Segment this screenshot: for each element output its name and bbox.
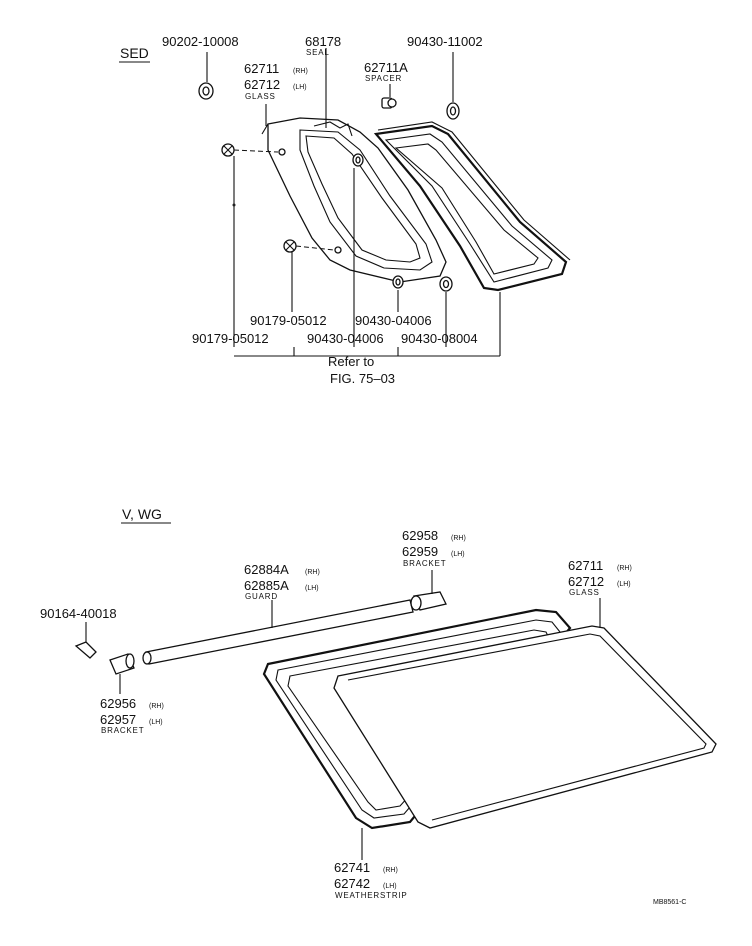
label-seal-name: SEAL — [306, 48, 330, 57]
label-guard-lh-suffix: (LH) — [305, 585, 319, 592]
figure-code: MB8561-C — [653, 899, 686, 906]
label-vwg-glass-rh-suffix: (RH) — [617, 565, 632, 572]
label-glass-rh: 62711 — [244, 61, 279, 76]
label-bracket-bot-rh-suffix: (RH) — [149, 703, 164, 710]
label-90430-08004: 90430-08004 — [401, 331, 478, 346]
label-bracket-bot-lh-suffix: (LH) — [149, 719, 163, 726]
label-ws-rh-suffix: (RH) — [383, 867, 398, 874]
vwg-header: V, WG — [122, 506, 162, 522]
screw-90164-part — [74, 622, 97, 659]
sed-seal-part — [299, 121, 433, 271]
label-glass-lh-suffix: (LH) — [293, 84, 307, 91]
label-bracket-bot-rh: 62956 — [100, 696, 136, 711]
label-guard-rh: 62884A — [244, 562, 289, 577]
bracket-top-part — [410, 570, 447, 611]
nut-90430-08004-part — [439, 276, 453, 292]
label-90164-40018: 90164-40018 — [40, 606, 117, 621]
label-90430-11002: 90430-11002 — [407, 34, 483, 49]
label-ws-rh: 62741 — [334, 860, 370, 875]
sed-header: SED — [120, 45, 149, 61]
label-refer-fig: FIG. 75–03 — [330, 371, 395, 386]
label-bracket-top-name: BRACKET — [403, 559, 446, 568]
label-bracket-top-lh: 62959 — [402, 544, 438, 559]
vwg-section: V, WG 62958 (RH) 62959 (LH) BRACKET 6288… — [40, 506, 717, 906]
label-vwg-glass-rh: 62711 — [568, 558, 603, 573]
label-vwg-glass-name: GLASS — [569, 588, 600, 597]
label-ws-lh: 62742 — [334, 876, 370, 891]
clip-90179-lower-part — [283, 239, 342, 254]
label-guard-name: GUARD — [245, 592, 278, 601]
guard-rod-part — [142, 599, 414, 665]
label-90179-05012-a: 90179-05012 — [250, 313, 327, 328]
bolt-90202-part — [198, 52, 214, 100]
label-glass-name: GLASS — [245, 92, 276, 101]
label-90430-04006-a: 90430-04006 — [355, 313, 432, 328]
label-seal-number: 68178 — [305, 34, 341, 49]
label-guard-rh-suffix: (RH) — [305, 569, 320, 576]
vwg-weatherstrip-part — [262, 608, 572, 860]
label-bracket-top-rh: 62958 — [402, 528, 438, 543]
nut-90430-04006-upper-part — [352, 153, 364, 167]
label-bracket-bot-name: BRACKET — [101, 726, 144, 735]
label-spacer-name: SPACER — [365, 74, 402, 83]
label-bracket-top-lh-suffix: (LH) — [451, 551, 465, 558]
label-90179-05012-b: 90179-05012 — [192, 331, 269, 346]
label-ws-lh-suffix: (LH) — [383, 883, 397, 890]
label-glass-lh: 62712 — [244, 77, 280, 92]
bracket-bottom-part — [109, 653, 135, 694]
sed-section: SED 90202-10008 68178 SEAL 62711 (RH) 62… — [119, 34, 571, 386]
label-spacer-number: 62711A — [364, 60, 408, 75]
label-vwg-glass-lh: 62712 — [568, 574, 604, 589]
clip-90179-upper-part — [221, 143, 286, 157]
label-bracket-bot-lh: 62957 — [100, 712, 136, 727]
sed-frame-part — [373, 121, 571, 292]
label-90202-10008: 90202-10008 — [162, 34, 239, 49]
spacer-62711a-part — [381, 84, 397, 109]
label-guard-lh: 62885A — [244, 578, 289, 593]
label-vwg-glass-lh-suffix: (LH) — [617, 581, 631, 588]
sed-leader-lines — [232, 156, 501, 357]
vwg-glass-part — [333, 598, 717, 829]
label-90430-04006-b: 90430-04006 — [307, 331, 384, 346]
label-glass-rh-suffix: (RH) — [293, 68, 308, 75]
nut-90430-04006-lower-part — [392, 275, 404, 289]
label-refer-to: Refer to — [328, 354, 374, 369]
label-bracket-top-rh-suffix: (RH) — [451, 535, 466, 542]
nut-90430-11002-part — [446, 52, 460, 120]
label-ws-name: WEATHERSTRIP — [335, 891, 408, 900]
